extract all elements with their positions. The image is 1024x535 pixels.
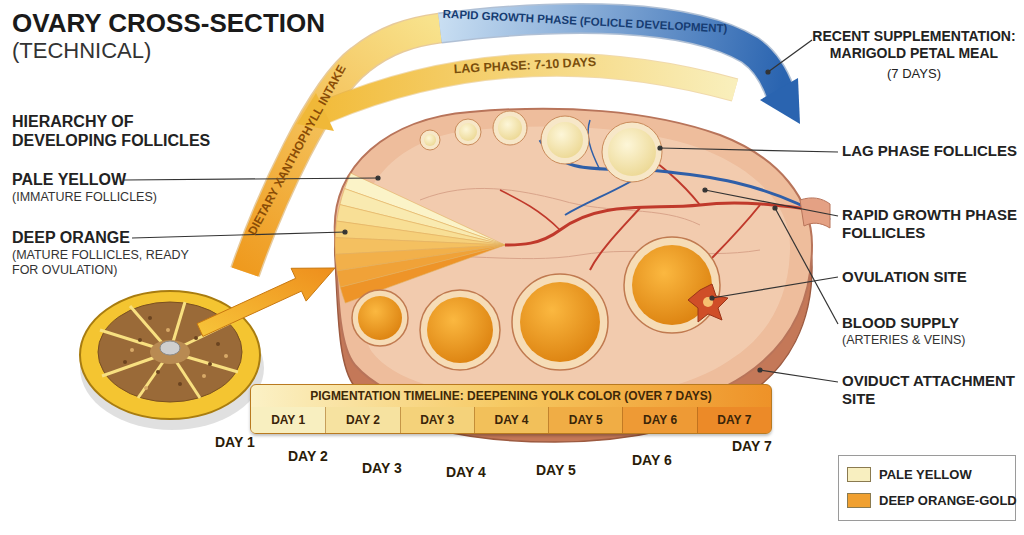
follicle bbox=[427, 297, 493, 363]
follicle bbox=[541, 116, 589, 164]
legend-text: PALE YELLOW bbox=[879, 467, 972, 482]
day-text: DAY 3 bbox=[401, 407, 474, 433]
label-text: RECENT SUPPLEMENTATION: MARIGOLD PETAL M… bbox=[808, 28, 1020, 62]
label-text: DIETARY XANTHOPHYLL INTAKE bbox=[245, 62, 349, 237]
day-segment: DAY 3 bbox=[400, 407, 474, 433]
label-text: (ARTERIES & VEINS) bbox=[842, 333, 1020, 348]
follicle bbox=[520, 282, 600, 362]
day-text: DAY 7 bbox=[698, 407, 771, 433]
rupture-site bbox=[703, 297, 713, 307]
label-text: DAY 4 bbox=[446, 464, 526, 481]
label-text: (TECHNICAL) bbox=[12, 38, 232, 64]
feeder-hub bbox=[160, 341, 180, 355]
follicle bbox=[424, 134, 436, 146]
label-text: PALE YELLOW bbox=[12, 170, 212, 189]
label-text: DEEP ORANGE bbox=[12, 228, 212, 247]
label-text: OVIDUCT ATTACHMENT SITE bbox=[842, 372, 1020, 408]
label-text: LAG PHASE FOLLICLES bbox=[842, 142, 1020, 160]
label-text: OVULATION SITE bbox=[842, 268, 1020, 286]
legend-box: PALE YELLOW DEEP ORANGE-GOLD bbox=[838, 455, 1016, 521]
rupture-site bbox=[688, 284, 728, 322]
label-text: (IMMATURE FOLLICLES) bbox=[12, 190, 212, 205]
label-text: DAY 2 bbox=[288, 448, 368, 465]
follicle bbox=[420, 130, 440, 150]
ovary-body bbox=[335, 109, 812, 420]
legend-swatch bbox=[847, 467, 871, 482]
day-segment: DAY 2 bbox=[325, 407, 399, 433]
follicle bbox=[547, 122, 583, 158]
label-text: BLOOD SUPPLY bbox=[842, 314, 1020, 332]
legend-row: PALE YELLOW bbox=[847, 465, 1013, 485]
label-text: (7 DAYS) bbox=[808, 66, 1020, 82]
feed-grains bbox=[130, 328, 228, 390]
label-text: RAPID GROWTH PHASE FOLLICLES bbox=[842, 206, 1020, 242]
follicle bbox=[512, 274, 608, 370]
label-text: DAY 1 bbox=[215, 434, 295, 451]
follicle bbox=[352, 290, 408, 346]
intake-arrow bbox=[197, 268, 335, 336]
leader-lines bbox=[124, 40, 838, 382]
follicle bbox=[455, 119, 481, 145]
legend-swatch bbox=[847, 493, 871, 508]
follicle bbox=[498, 116, 522, 140]
artery bbox=[500, 190, 560, 230]
day-text: DAY 4 bbox=[475, 407, 548, 433]
follicle bbox=[420, 290, 500, 370]
follicle bbox=[459, 123, 477, 141]
day-text: DAY 6 bbox=[623, 407, 696, 433]
day-text: DAY 5 bbox=[549, 407, 622, 433]
pigment-fan bbox=[335, 173, 505, 303]
label-text: DAY 6 bbox=[632, 452, 712, 469]
day-text: DAY 2 bbox=[326, 407, 399, 433]
timeline-band: PIGMENTATION TIMELINE: DEEPENING YOLK CO… bbox=[250, 384, 772, 434]
band-title: PIGMENTATION TIMELINE: DEEPENING YOLK CO… bbox=[251, 385, 771, 407]
label-text: (MATURE FOLLICLES, READY FOR OVULATION) bbox=[12, 248, 207, 278]
day-text: DAY 1 bbox=[251, 407, 325, 433]
feed-mound bbox=[150, 340, 190, 364]
day-segment: DAY 4 bbox=[474, 407, 548, 433]
follicle bbox=[624, 237, 720, 333]
label-text: DAY 3 bbox=[362, 460, 442, 477]
follicle bbox=[493, 111, 527, 145]
follicle bbox=[358, 296, 402, 340]
vein bbox=[588, 120, 600, 170]
label-text: DAY 7 bbox=[732, 438, 812, 455]
legend-row: DEEP ORANGE-GOLD bbox=[847, 491, 1013, 511]
diagram-title: OVARY CROSS-SECTION bbox=[12, 8, 325, 39]
day-segment: DAY 5 bbox=[548, 407, 622, 433]
arrow-head bbox=[760, 78, 800, 124]
day-segment: DAY 1 bbox=[251, 407, 325, 433]
artery bbox=[705, 205, 760, 265]
label-text: DAY 5 bbox=[536, 462, 616, 479]
legend-text: DEEP ORANGE-GOLD bbox=[879, 493, 1017, 508]
follicle bbox=[608, 128, 656, 176]
day-segment: DAY 6 bbox=[622, 407, 696, 433]
day-segment: DAY 7 bbox=[697, 407, 771, 433]
label-text: HIERARCHY OF DEVELOPING FOLLICLES bbox=[12, 112, 237, 150]
follicle bbox=[602, 122, 662, 182]
